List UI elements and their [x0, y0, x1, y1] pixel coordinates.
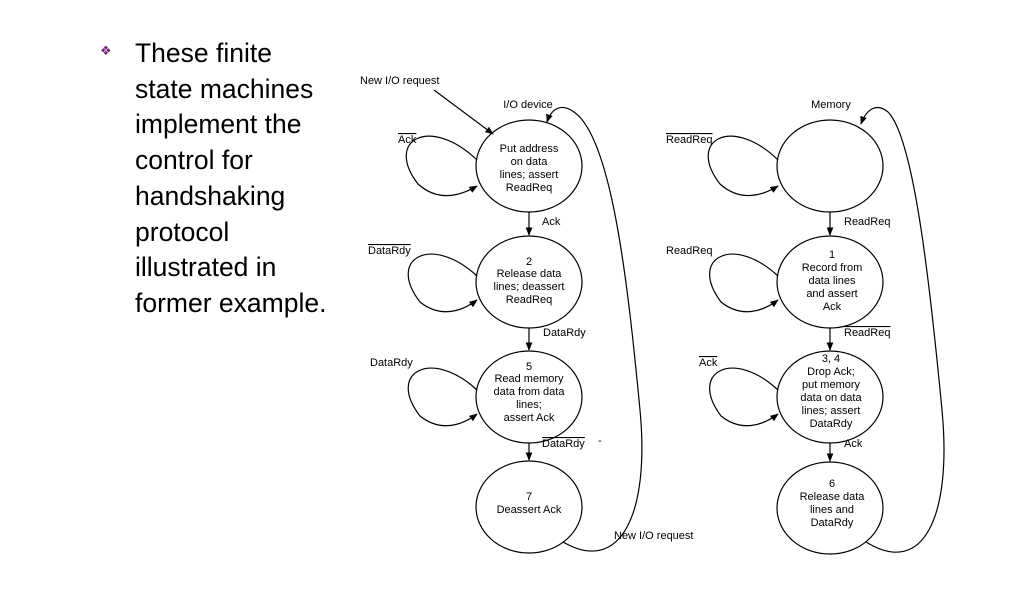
io-return-arc — [546, 107, 643, 552]
mem-loop-label-ack: Ack — [699, 357, 718, 369]
mem-state-34-line: data on data — [800, 392, 862, 404]
bullet-line: implement the — [135, 109, 302, 140]
io-loop-datardy — [407, 253, 478, 313]
mem-state-6 — [776, 461, 884, 555]
mem-state-34-line: DataRdy — [810, 418, 853, 430]
io-state-7-line: 7 — [526, 491, 532, 503]
memory-header: Memory — [811, 99, 851, 111]
bullet-line: state machines — [135, 73, 314, 104]
io-state-5-line: data from data — [494, 386, 566, 398]
mem-state-idle — [776, 119, 884, 213]
io-state-5-line: Read memory — [494, 373, 564, 385]
io-loop-label-ack: Ack — [398, 134, 417, 146]
mem-state-1-line: Record from — [802, 262, 863, 274]
io-loop-label-datardy-2: DataRdy — [370, 357, 413, 369]
io-state-1-line: lines; assert — [500, 169, 559, 181]
io-state-2-line: ReadReq — [506, 294, 552, 306]
io-state-2-line: Release data — [497, 268, 563, 280]
mem-state-34-line: 3, 4 — [822, 353, 840, 365]
mem-state-34-line: put memory — [802, 379, 861, 391]
new-io-request-return-label: New I/O request — [614, 530, 693, 542]
io-state-5-line: lines; — [516, 399, 542, 411]
io-loop-ack — [405, 135, 478, 197]
bullet-line: protocol — [135, 216, 230, 247]
mem-state-6-line: DataRdy — [811, 517, 854, 529]
io-transition-label-ack: Ack — [542, 216, 561, 228]
mem-state-1-line: 1 — [829, 249, 835, 261]
io-state-2-line: 2 — [526, 256, 532, 268]
mem-transition-label-readreq: ReadReq — [844, 216, 890, 228]
io-loop-datardy-2 — [407, 367, 478, 427]
bullet-line: control for — [135, 145, 253, 176]
mem-loop-label-readreq: ReadReq — [666, 134, 712, 146]
io-state-1-line: Put address — [500, 143, 559, 155]
io-device-header: I/O device — [503, 99, 553, 111]
mem-state-34-line: lines; assert — [802, 405, 861, 417]
mem-state-6-line: Release data — [800, 491, 866, 503]
io-state-7 — [475, 460, 583, 554]
mem-loop-ack — [709, 367, 779, 427]
bullet-line: These finite — [135, 38, 272, 68]
io-transition-label-datardy-bar: DataRdy — [542, 438, 585, 450]
mem-loop-readreq — [707, 135, 779, 197]
mem-loop-readreq-2 — [709, 253, 779, 313]
io-state-2-line: lines; deassert — [494, 281, 565, 293]
io-state-1-line: ReadReq — [506, 182, 552, 194]
mem-state-6-line: lines and — [810, 504, 854, 516]
io-start-arrow — [433, 89, 494, 135]
io-state-1-line: on data — [511, 156, 549, 168]
mem-transition-label-readreq-bar: ReadReq — [844, 327, 890, 339]
mem-state-34-line: Drop Ack; — [807, 366, 855, 378]
mem-state-6-line: 6 — [829, 478, 835, 490]
bullet-text: These finite state machines implement th… — [135, 36, 365, 322]
mem-state-1-line: data lines — [808, 275, 856, 287]
io-transition-label-datardy: DataRdy — [543, 327, 586, 339]
mem-return-arc — [860, 107, 945, 553]
mem-left-label-readreq: ReadReq — [666, 245, 712, 257]
mem-state-1-line: and assert — [806, 288, 857, 300]
tick-mark: - — [598, 435, 602, 447]
new-io-request-label: New I/O request — [360, 75, 439, 87]
io-loop-label-datardy: DataRdy — [368, 245, 411, 257]
bullet-line: illustrated in — [135, 252, 277, 283]
io-state-5-line: 5 — [526, 361, 532, 373]
bullet-line: handshaking — [135, 180, 286, 211]
mem-transition-label-ack: Ack — [844, 438, 863, 450]
io-state-7-line: Deassert Ack — [497, 504, 562, 516]
diamond-bullet-icon: ❖ — [100, 44, 112, 59]
mem-state-1-line: Ack — [823, 301, 842, 313]
io-state-5-line: assert Ack — [504, 412, 555, 424]
bullet-line: former example. — [135, 287, 327, 318]
